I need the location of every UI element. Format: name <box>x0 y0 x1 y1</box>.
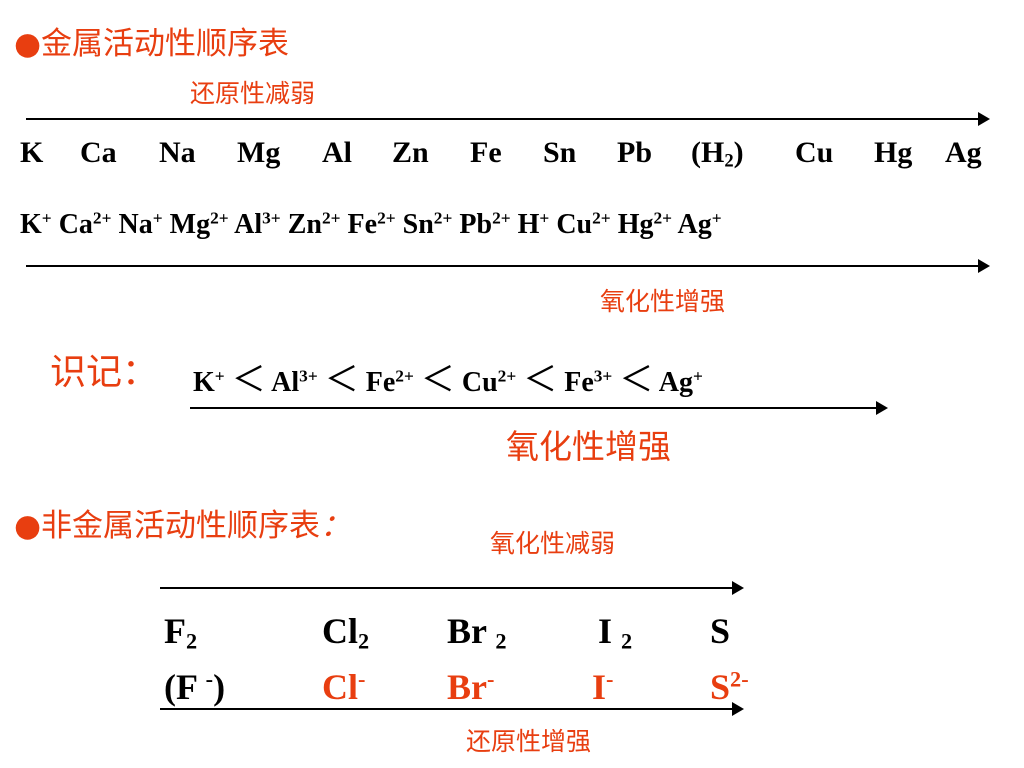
memo-ion: Cu2+ <box>461 366 517 398</box>
metal-oxidizing-label: 氧化性增强 <box>600 287 726 316</box>
nonmetal-reducing-label: 还原性增强 <box>466 727 592 756</box>
element-cu: Cu <box>795 136 834 169</box>
metal-reducing-label: 还原性减弱 <box>190 79 316 108</box>
nonmetal-oxidizing-arrow <box>160 581 744 595</box>
ion-hg: Hg2+ <box>617 208 673 240</box>
element-na: Na <box>159 136 196 169</box>
ion-k: K+ <box>20 208 52 240</box>
nonmetal-reducing-arrow <box>160 702 744 716</box>
memo-ion: Fe2+ <box>365 366 414 398</box>
memo-oxidizing-label: 氧化性增强 <box>506 427 671 466</box>
element-pb: Pb <box>617 136 653 169</box>
metal-series-title: ●金属活动性顺序表 <box>14 26 290 62</box>
element-h2: (H2) <box>691 136 744 172</box>
molecule-s: S <box>710 611 731 651</box>
ion-ag: Ag+ <box>677 208 722 240</box>
metal-reducing-arrow <box>26 112 990 126</box>
metal-oxidizing-arrow <box>26 259 990 273</box>
memo-ion: Al3+ <box>271 366 318 398</box>
memo-ion: Fe3+ <box>564 366 613 398</box>
ion-mg: Mg2+ <box>169 208 229 240</box>
ion-cu: Cu2+ <box>556 208 611 240</box>
anion-s: S2- <box>710 666 749 707</box>
element-ca: Ca <box>80 136 117 169</box>
anion-br: Br- <box>447 666 495 707</box>
less-than-sign: ＜ <box>523 360 558 400</box>
molecule-cl2: Cl2 <box>322 611 370 654</box>
element-fe: Fe <box>470 136 502 169</box>
anion-f: (F -) <box>164 666 226 707</box>
memo-ion: Ag+ <box>658 366 703 398</box>
ion-na: Na+ <box>118 208 163 240</box>
less-than-sign: ＜ <box>619 360 654 400</box>
nonmetal-oxidizing-label: 氧化性减弱 <box>490 529 616 558</box>
memo-sequence: K+ ＜ Al3+ ＜ Fe2+ ＜ Cu2+ ＜ Fe3+ ＜ Ag+ <box>193 352 703 401</box>
molecule-i2: I 2 <box>598 611 633 654</box>
ion-pb: Pb2+ <box>459 208 511 240</box>
element-mg: Mg <box>237 136 281 169</box>
metal-ion-row: K+ Ca2+ Na+ Mg2+ Al3+ Zn2+ Fe2+ Sn2+ Pb2… <box>20 209 722 241</box>
molecule-br2: Br 2 <box>447 611 507 654</box>
element-k: K <box>20 136 44 169</box>
ion-zn: Zn2+ <box>287 208 341 240</box>
less-than-sign: ＜ <box>420 360 455 400</box>
ion-al: Al3+ <box>234 208 281 240</box>
ion-fe: Fe2+ <box>347 208 396 240</box>
memo-label: 识记： <box>50 352 159 393</box>
element-al: Al <box>322 136 352 169</box>
element-zn: Zn <box>392 136 429 169</box>
ion-sn: Sn2+ <box>402 208 453 240</box>
memo-ion: K+ <box>193 366 225 398</box>
less-than-sign: ＜ <box>324 360 359 400</box>
ion-ca: Ca2+ <box>58 208 112 240</box>
element-ag: Ag <box>945 136 982 169</box>
ion-h: H+ <box>517 208 550 240</box>
nonmetal-series-title: ●非金属活动性顺序表： <box>14 508 352 544</box>
less-than-sign: ＜ <box>231 360 266 400</box>
element-hg: Hg <box>874 136 913 169</box>
memo-oxidizing-arrow <box>190 401 888 415</box>
molecule-f2: F2 <box>164 611 198 654</box>
element-sn: Sn <box>543 136 577 169</box>
anion-cl: Cl- <box>322 666 366 707</box>
anion-i: I- <box>592 666 614 707</box>
